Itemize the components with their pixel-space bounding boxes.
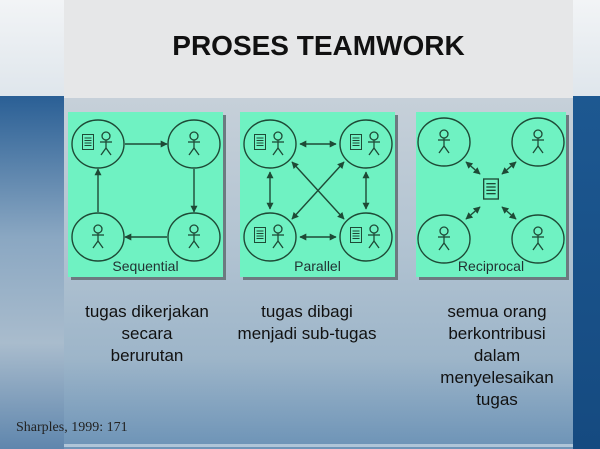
description-line: tugas dibagi	[261, 302, 353, 321]
person-icon	[437, 226, 451, 251]
description-line: tugas	[476, 390, 518, 409]
panel-label: Sequential	[112, 258, 179, 274]
description-line: menjadi sub-tugas	[237, 324, 377, 343]
left-decor-bar	[0, 96, 64, 449]
person-icon	[437, 129, 451, 154]
person-icon	[367, 131, 381, 156]
reciprocal-diagram	[417, 117, 565, 264]
sequential-diagram	[71, 119, 221, 262]
document-icon	[254, 134, 266, 150]
right-decor-bar	[573, 96, 600, 449]
person-icon	[187, 224, 201, 249]
panel-label: Reciprocal	[457, 258, 525, 274]
panel-sequential: Sequential	[68, 112, 223, 277]
node-circle	[167, 212, 221, 262]
citation: Sharples, 1999: 171	[16, 420, 128, 435]
document-icon	[350, 134, 362, 150]
person-icon	[271, 224, 285, 249]
document-icon	[483, 178, 499, 200]
document-icon	[82, 134, 94, 150]
person-icon	[367, 224, 381, 249]
document-icon	[254, 227, 266, 243]
person-icon	[91, 224, 105, 249]
document-icon	[350, 227, 362, 243]
description-line: berurutan	[110, 346, 184, 365]
node-circle	[71, 119, 125, 169]
panel-label: Parallel	[294, 258, 341, 274]
node-circle	[167, 119, 221, 169]
person-icon	[271, 131, 285, 156]
description-line: tugas dikerjakan	[85, 302, 209, 321]
person-icon	[531, 226, 545, 251]
description-line: secara	[121, 324, 173, 343]
panel-parallel: Parallel	[240, 112, 395, 277]
description-line: berkontribusi	[448, 324, 546, 343]
description-line: dalam	[473, 346, 521, 365]
panel-reciprocal: Reciprocal	[416, 112, 566, 277]
person-icon	[187, 131, 201, 156]
person-icon	[99, 131, 113, 156]
title-band	[64, 0, 573, 98]
slide-title: PROSES TEAMWORK	[172, 30, 465, 61]
parallel-diagram	[243, 119, 393, 262]
description-line: semua orang	[447, 302, 547, 321]
description-sequential: tugas dikerjakan secara berurutan	[62, 301, 232, 367]
description-reciprocal: semua orang berkontribusi dalam menyeles…	[412, 301, 582, 411]
bottom-line	[64, 444, 573, 447]
description-parallel: tugas dibagi menjadi sub-tugas	[222, 301, 392, 345]
node-circle	[71, 212, 125, 262]
person-icon	[531, 129, 545, 154]
description-line: menyelesaikan	[440, 368, 554, 387]
